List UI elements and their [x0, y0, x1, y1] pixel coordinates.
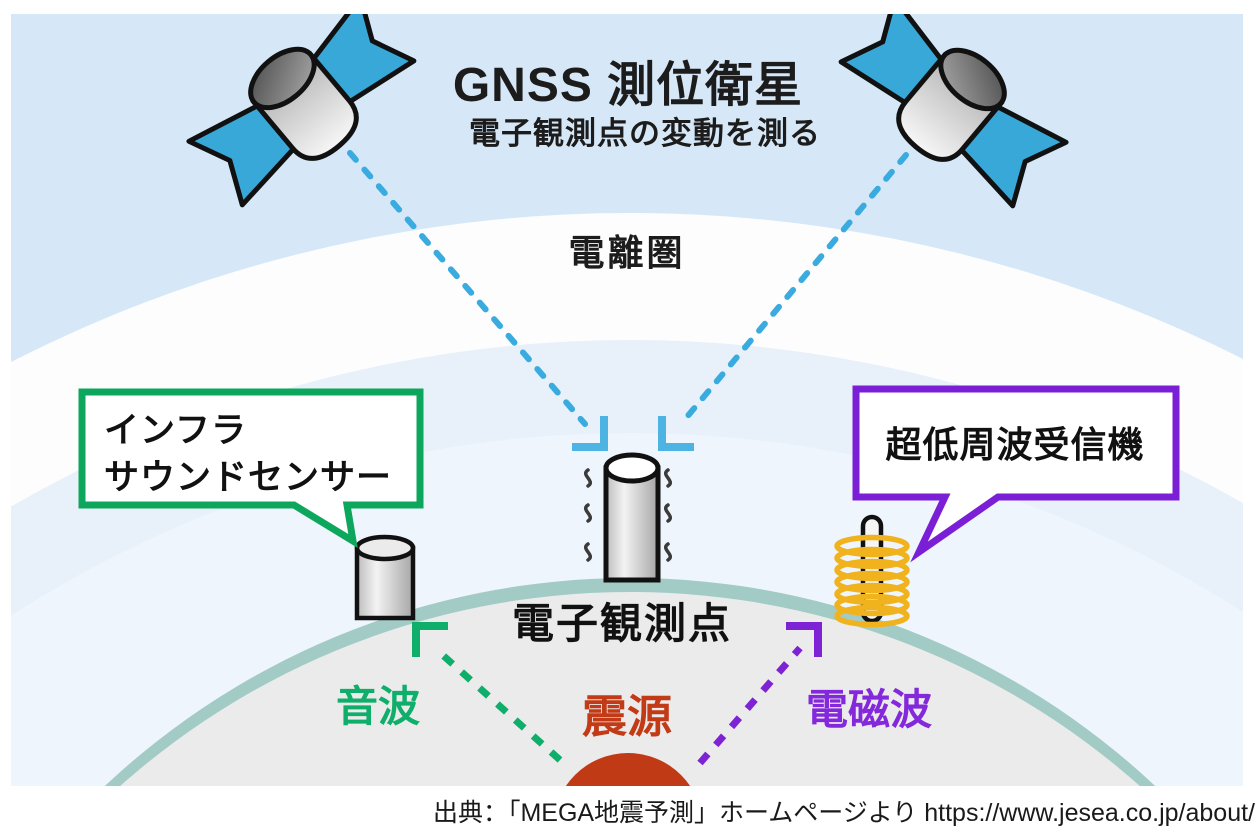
infrasound-callout-line2: サウンドセンサー [104, 458, 392, 497]
ionosphere-label: 電離圏 [568, 232, 685, 273]
earthquake-prediction-diagram: 電子観測点 音波 震源 電磁波 [11, 14, 1243, 786]
sound-wave-dashed-arrow [434, 647, 563, 763]
em-wave-dashed-arrow [697, 645, 803, 766]
gnss-signal-right-arrowhead [658, 416, 694, 451]
observation-pole [603, 465, 661, 583]
ulf-receiver-coil [834, 534, 910, 628]
ulf-callout-bubble [852, 385, 1180, 563]
observation-point-label: 電子観測点 [512, 600, 732, 647]
source-citation: 出典：「MEGA地震予測」ホームページより https://www.jesea.… [432, 799, 1255, 827]
sound-wave-arrowhead [412, 622, 448, 657]
gnss-signal-left-arrowhead [572, 416, 608, 451]
diagram-subtitle: 電子観測点の変動を測る [469, 116, 821, 151]
em-wave-label: 電磁波 [806, 686, 932, 733]
gnss-signal-right [678, 152, 909, 427]
sound-wave-label: 音波 [336, 683, 420, 730]
observation-pole-top [603, 452, 661, 484]
infrasound-callout-line1: インフラ [104, 411, 247, 450]
earth-ground [120, 592, 1140, 786]
epicenter-dome [565, 753, 691, 786]
gnss-signal-left [347, 150, 588, 427]
vibration-squiggles [584, 468, 672, 562]
infrasound-sensor-top [354, 534, 416, 562]
em-wave-arrowhead [786, 622, 822, 657]
ulf-callout-label: 超低周波受信機 [885, 424, 1144, 465]
diagram-title: GNSS 測位衛星 [453, 59, 803, 112]
infrasound-callout-bubble [78, 388, 424, 548]
epicenter-label: 震源 [582, 691, 672, 742]
